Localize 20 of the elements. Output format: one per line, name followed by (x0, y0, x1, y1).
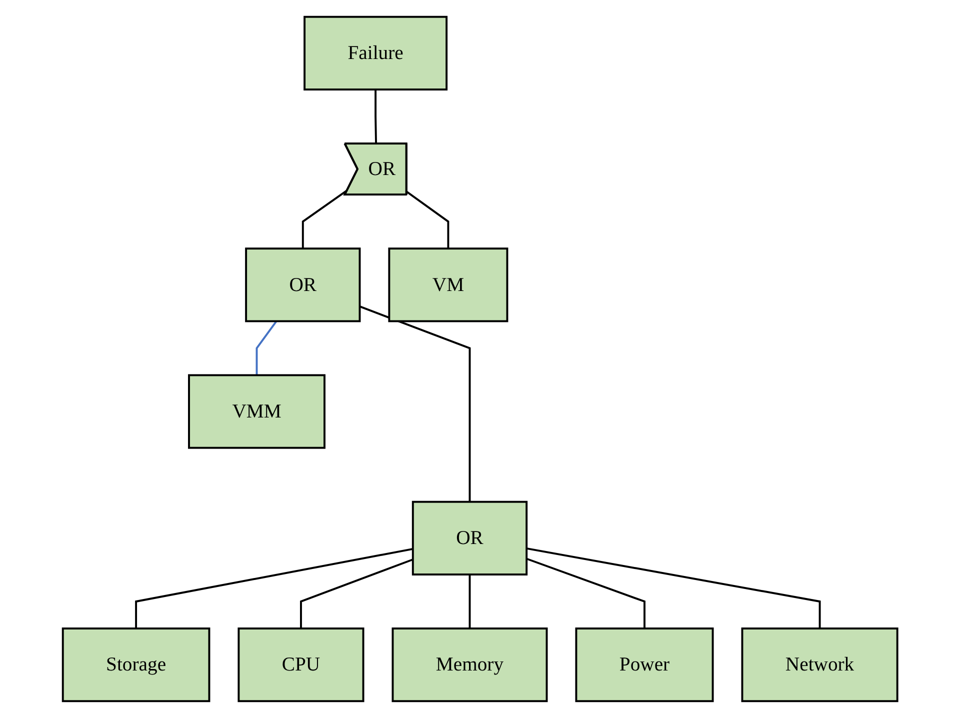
node-box: CPU (238, 628, 364, 702)
connector (300, 558, 414, 628)
node-box: VMM (188, 374, 326, 449)
connector (374, 90, 377, 144)
node-box: Storage (62, 628, 210, 702)
connector (302, 189, 348, 249)
node-box: Network (741, 628, 898, 702)
connector (134, 548, 413, 628)
connector (468, 574, 471, 628)
connector (526, 547, 821, 628)
node-box: Memory (392, 628, 548, 702)
connector (256, 320, 278, 376)
node-box: OR (244, 248, 361, 322)
connector (526, 558, 646, 628)
node-box: Power (575, 628, 714, 702)
node-box: Failure (303, 16, 448, 90)
connector (406, 191, 450, 249)
connector (359, 306, 471, 502)
node-box: VM (388, 248, 508, 322)
node-box: OR (412, 500, 528, 576)
